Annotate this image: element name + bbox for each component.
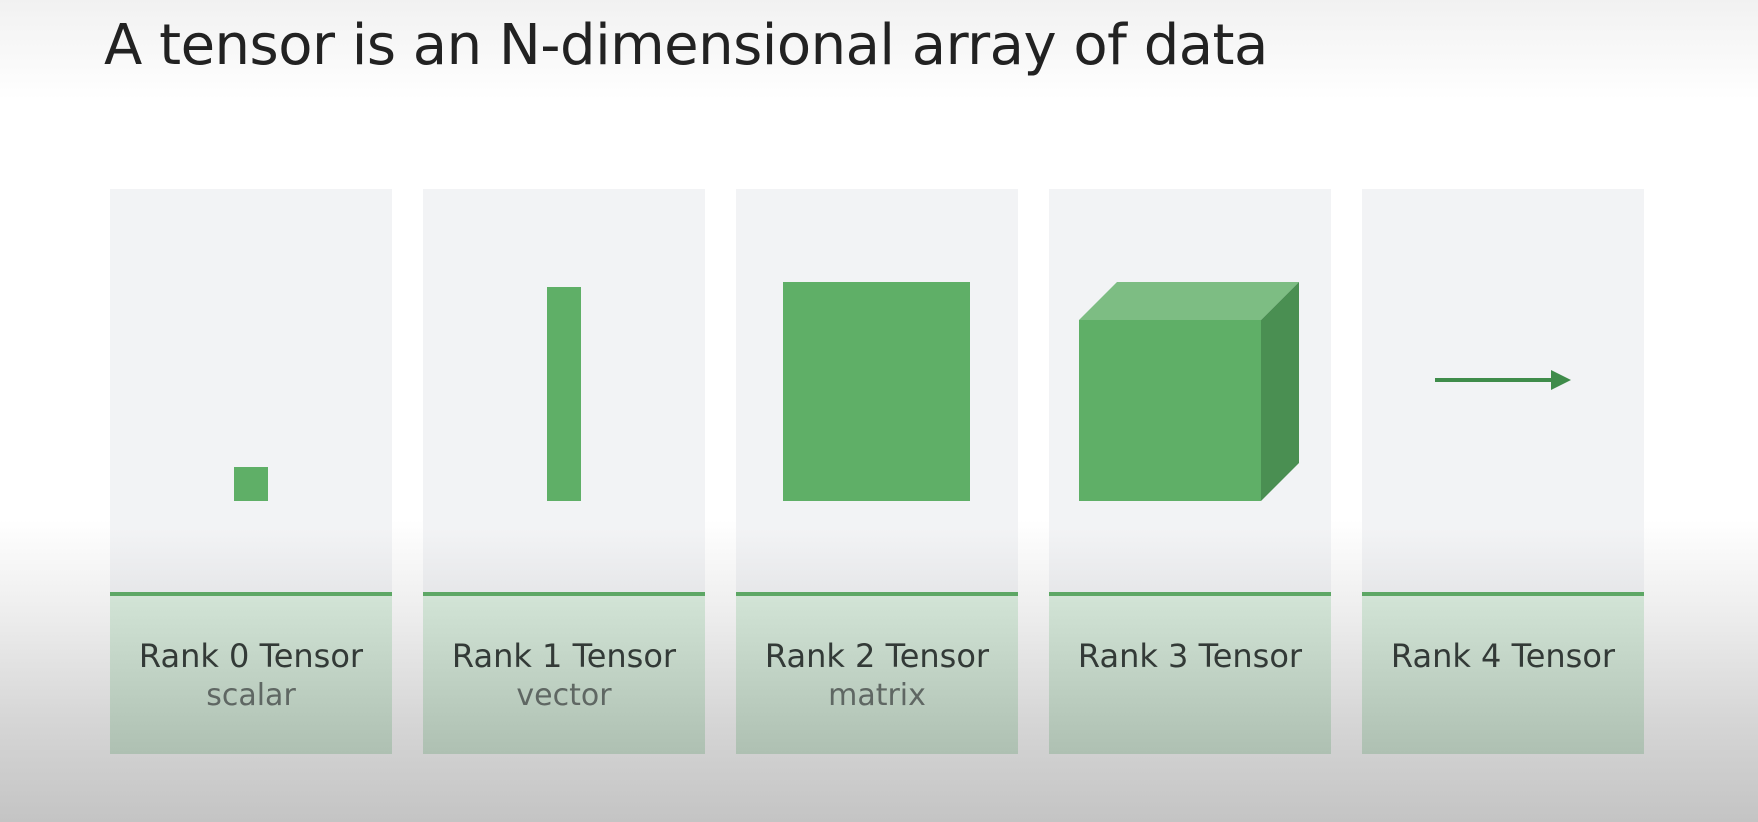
vector-bar-icon [547, 287, 581, 501]
arrow-head [1551, 370, 1571, 390]
caption-title: Rank 3 Tensor [1077, 637, 1303, 675]
caption-rank-4: Rank 4 Tensor [1362, 592, 1644, 754]
caption-title: Rank 4 Tensor [1390, 637, 1616, 675]
scalar-square-icon [234, 467, 268, 501]
panel-rank-2: Rank 2 Tensor matrix [736, 189, 1018, 754]
caption-title: Rank 2 Tensor [764, 637, 990, 675]
cube-front-face [1079, 320, 1261, 501]
cube-top-face [1079, 282, 1299, 320]
caption-rank-0: Rank 0 Tensor scalar [110, 592, 392, 754]
caption-rank-1: Rank 1 Tensor vector [423, 592, 705, 754]
tensor-panels: Rank 0 Tensor scalar Rank 1 Tensor vecto… [110, 189, 1644, 754]
panel-rank-1: Rank 1 Tensor vector [423, 189, 705, 754]
panel-rank-3: Rank 3 Tensor [1049, 189, 1331, 754]
caption-title: Rank 0 Tensor [138, 637, 364, 675]
caption-rank-3: Rank 3 Tensor [1049, 592, 1331, 754]
right-arrow-icon [1435, 370, 1571, 390]
caption-subtitle: vector [516, 678, 612, 713]
slide-title: A tensor is an N-dimensional array of da… [104, 13, 1268, 78]
panel-rank-4: Rank 4 Tensor [1362, 189, 1644, 754]
caption-title: Rank 1 Tensor [451, 637, 677, 675]
panel-rank-0: Rank 0 Tensor scalar [110, 189, 392, 754]
cube-side-face [1261, 282, 1299, 501]
caption-subtitle: scalar [206, 678, 296, 713]
matrix-square-icon [783, 282, 970, 501]
caption-subtitle: matrix [828, 678, 926, 713]
caption-rank-2: Rank 2 Tensor matrix [736, 592, 1018, 754]
cube-icon [1079, 282, 1299, 501]
